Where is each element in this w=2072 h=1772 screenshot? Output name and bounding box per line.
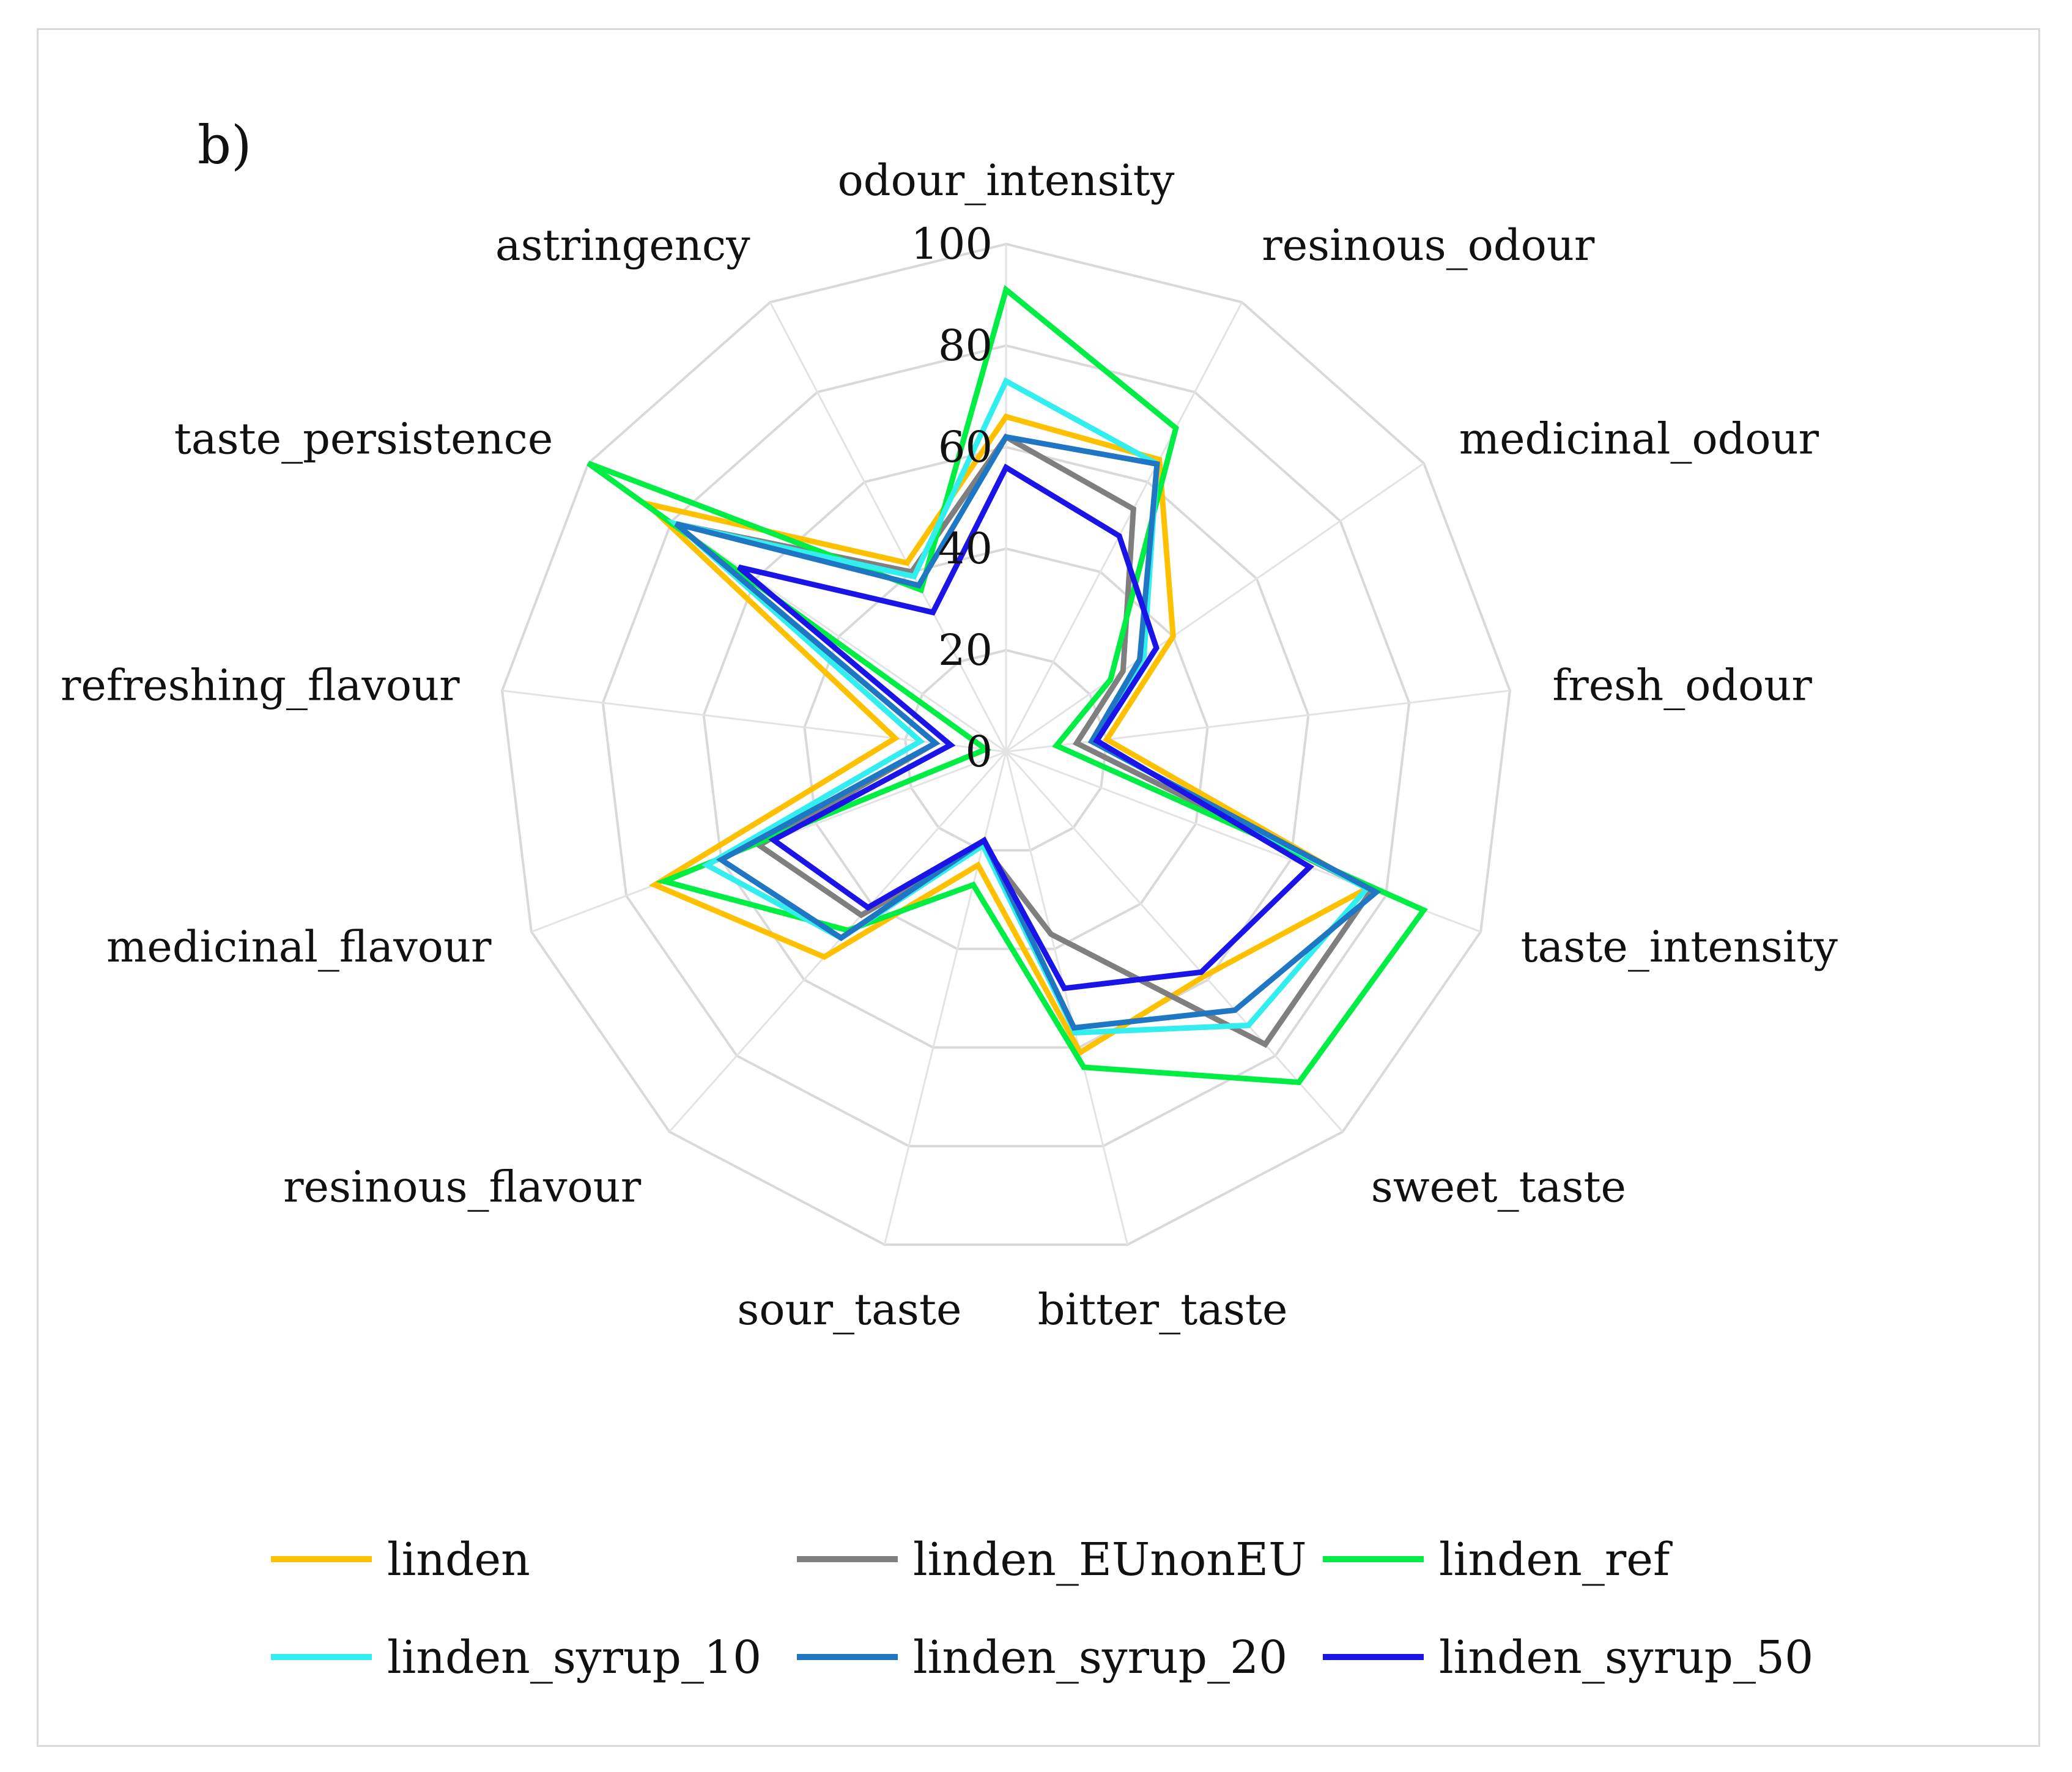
tick-label-80: 80 <box>938 321 993 371</box>
legend-item-linden_EUnonEU: linden_EUnonEU <box>797 1533 1306 1586</box>
axis-label-resinous_flavour: resinous_flavour <box>283 1162 642 1212</box>
grid-ring-40 <box>803 547 1209 951</box>
axis-label-refreshing_flavour: refreshing_flavour <box>61 661 460 711</box>
legend-label-linden: linden <box>387 1533 530 1586</box>
axis-label-medicinal_odour: medicinal_odour <box>1459 414 1819 464</box>
axis-label-taste_persistence: taste_persistence <box>174 414 553 464</box>
radar-chart: b) 0 20 40 60 80 100 odour_intensity resinous_… <box>61 115 1838 1684</box>
series-linden <box>637 413 1373 1056</box>
legend: linden linden_EUnonEU linden_ref linden_syr… <box>271 1533 1813 1684</box>
spoke-bitter_taste <box>1005 751 1129 1245</box>
legend-label-linden_syrup_10: linden_syrup_10 <box>387 1631 761 1684</box>
spoke-sweet_taste <box>1005 751 1344 1133</box>
tick-label-0: 0 <box>965 727 993 777</box>
axis-label-fresh_odour: fresh_odour <box>1552 661 1812 711</box>
spoke-sour_taste <box>883 751 1007 1245</box>
legend-label-linden_EUnonEU: linden_EUnonEU <box>913 1533 1306 1586</box>
radar-grid <box>501 242 1511 1246</box>
spoke-medicinal_odour <box>1005 462 1424 753</box>
axis-label-sour_taste: sour_taste <box>737 1285 961 1335</box>
axis-label-medicinal_flavour: medicinal_flavour <box>106 922 492 972</box>
spoke-resinous_flavour <box>668 751 1007 1133</box>
tick-label-100: 100 <box>911 219 993 269</box>
series-linden_syrup_50 <box>736 463 1315 992</box>
legend-item-linden_syrup_20: linden_syrup_20 <box>797 1631 1287 1684</box>
legend-item-linden_syrup_10: linden_syrup_10 <box>271 1631 761 1684</box>
axis-labels: odour_intensity resinous_odour medicinal_o… <box>61 155 1838 1335</box>
axis-label-taste_intensity: taste_intensity <box>1521 922 1838 972</box>
spoke-astringency <box>769 302 1007 752</box>
axis-label-bitter_taste: bitter_taste <box>1038 1285 1288 1335</box>
axis-label-sweet_taste: sweet_taste <box>1371 1162 1626 1212</box>
series-linden_ref <box>586 284 1428 1086</box>
radar-series <box>586 284 1428 1086</box>
legend-label-linden_syrup_20: linden_syrup_20 <box>913 1631 1287 1684</box>
spoke-resinous_odour <box>1005 302 1243 752</box>
legend-label-linden_ref: linden_ref <box>1439 1533 1673 1586</box>
series-linden_syrup_20 <box>674 434 1382 1031</box>
radial-tick-labels: 0 20 40 60 80 100 <box>911 219 993 777</box>
axis-label-odour_intensity: odour_intensity <box>838 155 1175 206</box>
legend-item-linden_syrup_50: linden_syrup_50 <box>1323 1631 1813 1684</box>
legend-item-linden_ref: linden_ref <box>1323 1533 1673 1586</box>
tick-label-20: 20 <box>938 625 993 675</box>
tick-label-60: 60 <box>938 422 993 472</box>
axis-label-astringency: astringency <box>495 220 750 270</box>
grid-ring-100 <box>501 242 1511 1246</box>
chart-frame: b) 0 20 40 60 80 100 odour_intensity resinous_… <box>37 28 2040 1747</box>
tick-label-40: 40 <box>938 524 993 574</box>
panel-label: b) <box>198 115 252 176</box>
legend-item-linden: linden <box>271 1533 530 1586</box>
axis-label-resinous_odour: resinous_odour <box>1262 220 1595 270</box>
grid-ring-80 <box>601 344 1411 1147</box>
legend-label-linden_syrup_50: linden_syrup_50 <box>1439 1631 1813 1684</box>
